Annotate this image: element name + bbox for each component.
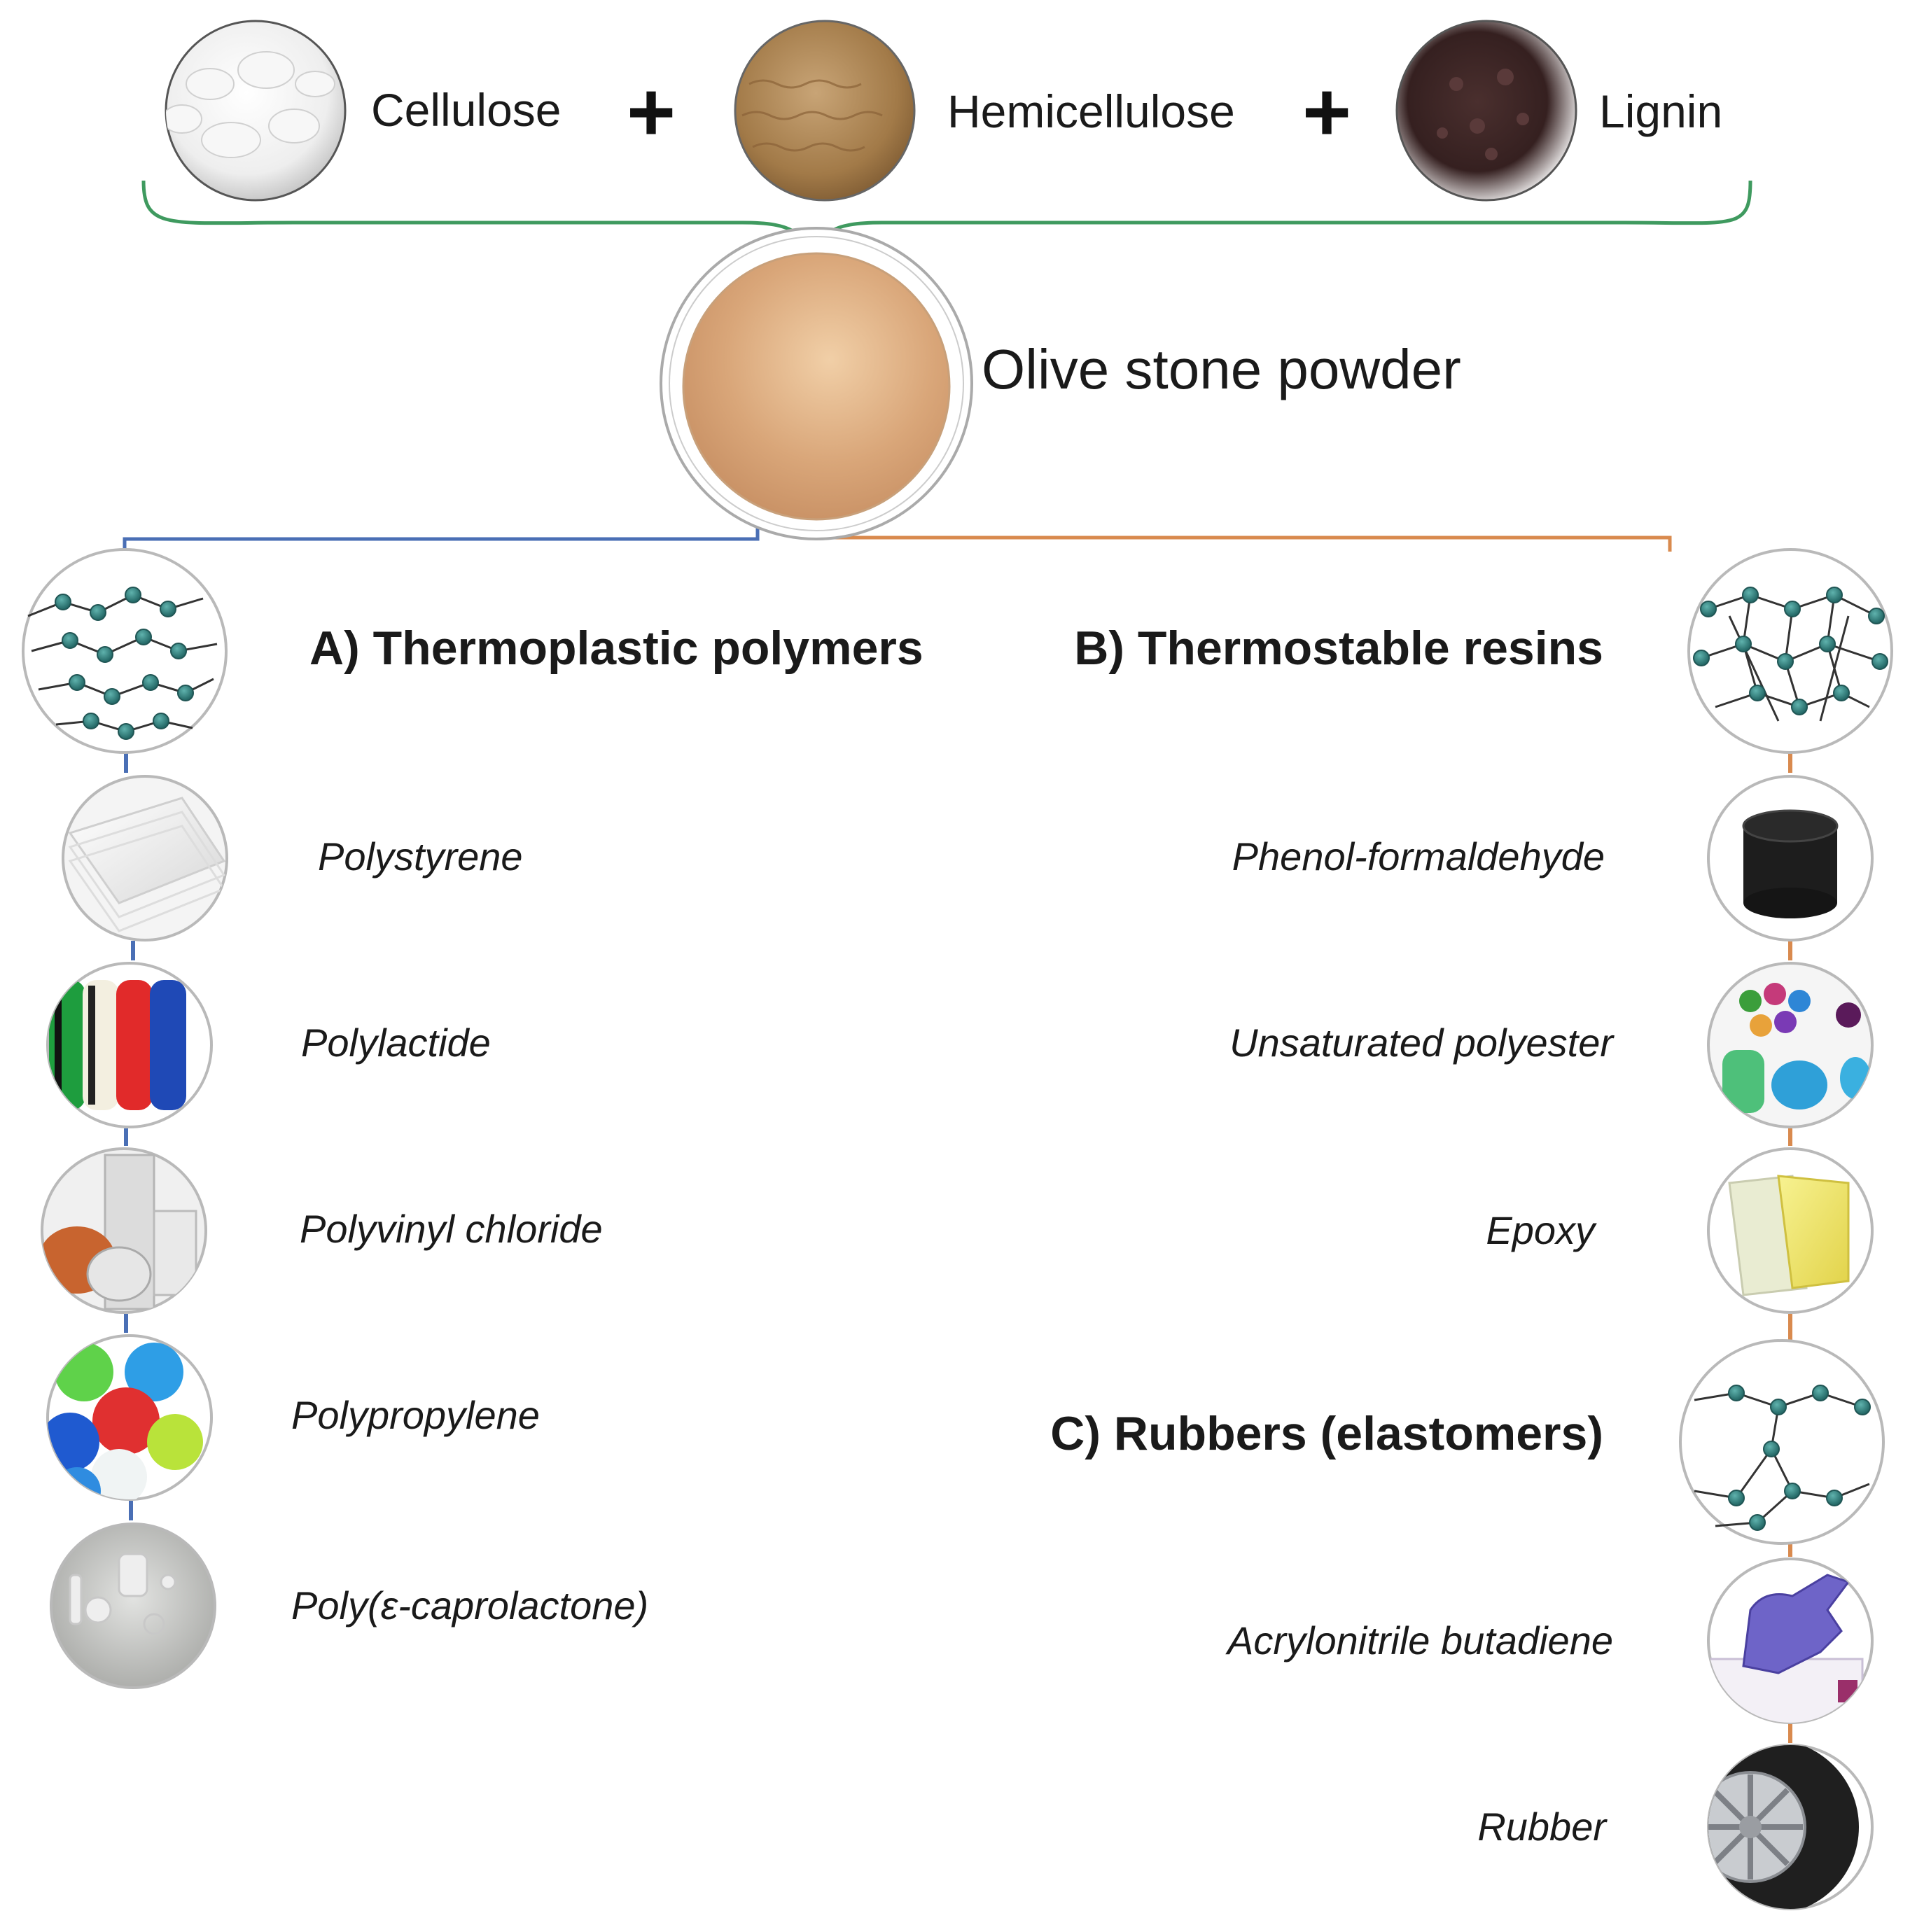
polystyrene-photo [62,775,228,941]
rubbers-heading: C) Rubbers (elastomers) [1050,1407,1603,1460]
plus-icon: + [1302,65,1352,159]
cellulose-label: Cellulose [371,84,562,136]
acrylonitrile-butadiene-label: Acrylonitrile butadiene [1227,1618,1613,1662]
thermostable-branch-line [814,526,1672,552]
thermoplastic-network-icon [22,548,228,754]
polyvinyl-chloride-label: Polyvinyl chloride [300,1207,603,1251]
unsaturated-polyester-label: Unsaturated polyester [1229,1021,1613,1065]
lignin-photo [1395,20,1577,202]
polycaprolactone-photo [50,1522,216,1689]
polypropylene-label: Polypropylene [291,1393,540,1437]
polypropylene-photo [46,1334,213,1501]
unsaturated-polyester-photo [1707,962,1874,1128]
rubber-label: Rubber [1477,1805,1606,1849]
thermoplastic-chain-connectors [124,752,135,1520]
olive-stone-powder-photo [660,227,973,540]
polyvinyl-chloride-photo [41,1147,207,1314]
hemicellulose-photo [734,20,916,202]
cellulose-photo [165,20,347,202]
polylactide-label: Polylactide [301,1021,491,1065]
thermostable-network-icon [1687,548,1893,754]
rubber-tyre-photo [1707,1744,1874,1910]
acrylonitrile-butadiene-photo [1707,1558,1874,1724]
epoxy-photo [1707,1147,1874,1314]
plus-icon: + [627,65,676,159]
polycaprolactone-label: Poly(ε-caprolactone) [291,1583,649,1628]
epoxy-label: Epoxy [1486,1208,1595,1252]
thermoplastic-heading: A) Thermoplastic polymers [309,622,923,675]
olive-stone-powder-label: Olive stone powder [982,338,1461,400]
polystyrene-label: Polystyrene [318,834,523,878]
polylactide-photo [46,962,213,1128]
phenol-formaldehyde-photo [1707,775,1874,941]
phenol-formaldehyde-label: Phenol-formaldehyde [1232,834,1605,878]
lignin-label: Lignin [1599,85,1723,137]
hemicellulose-label: Hemicellulose [947,85,1235,137]
rubbers-network-icon [1679,1339,1885,1545]
thermoplastic-branch-line [123,519,760,554]
thermostable-heading: B) Thermostable resins [1074,622,1603,675]
